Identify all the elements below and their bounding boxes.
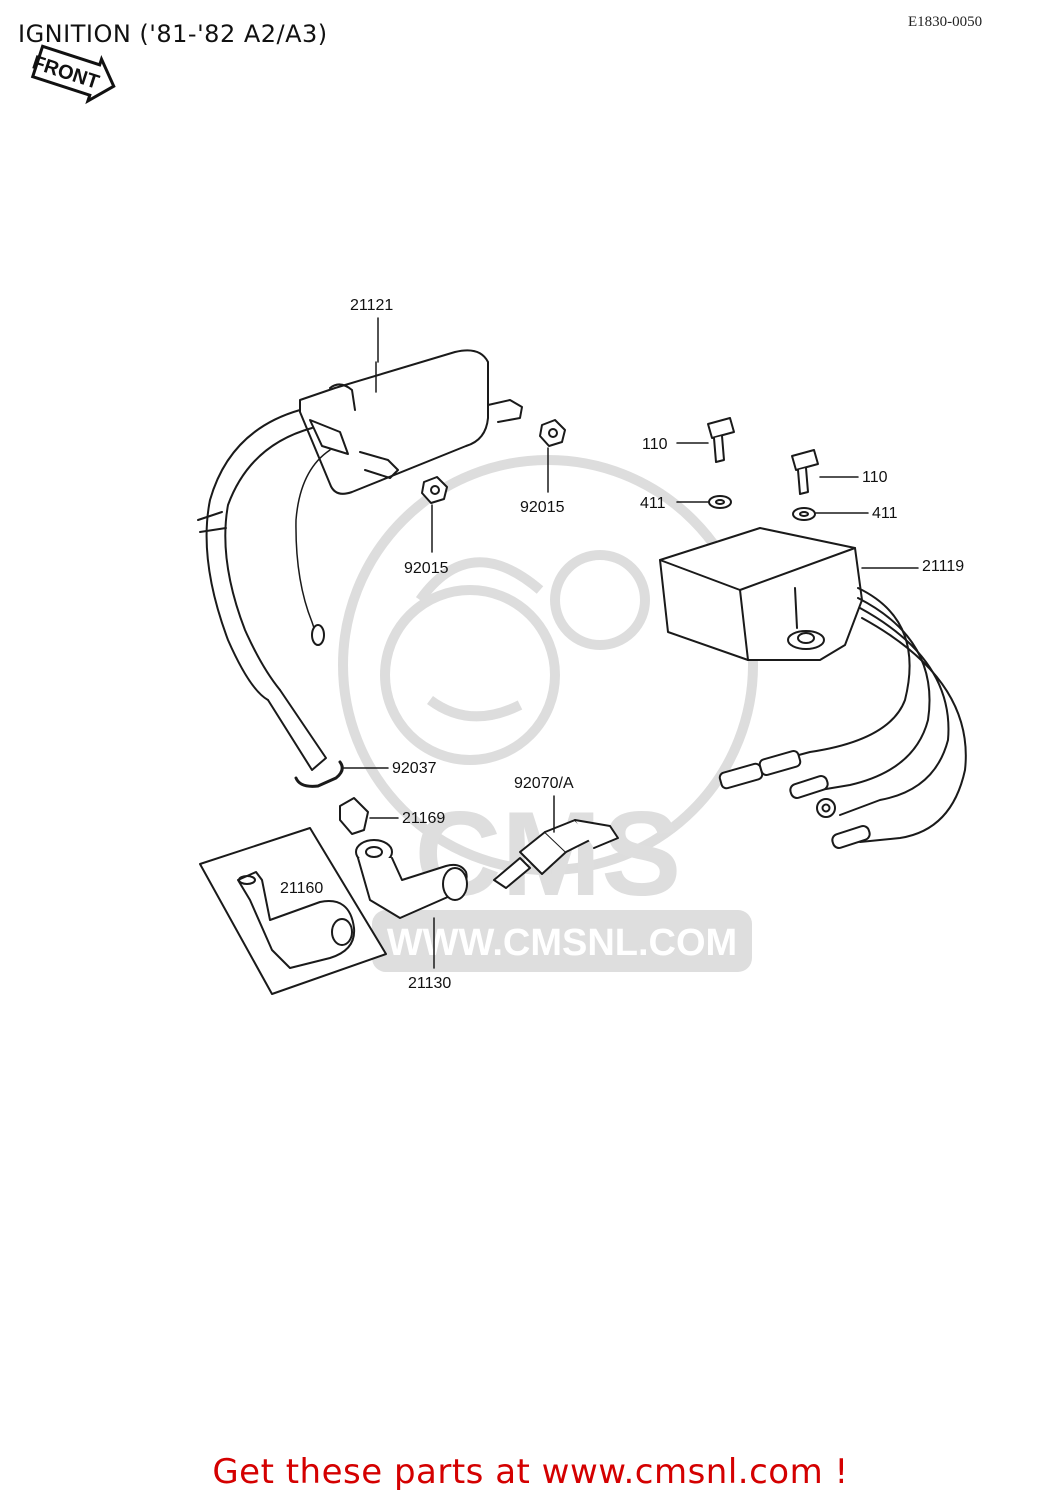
coil-terminal-front — [359, 451, 399, 479]
part-label-21119[interactable]: 21119 — [922, 558, 964, 575]
part-label-92015-a[interactable]: 92015 — [520, 499, 565, 516]
part-label-21130[interactable]: 21130 — [408, 975, 451, 992]
front-arrow-shape — [30, 44, 116, 105]
primary-wire-line — [295, 449, 331, 641]
cap-21169 — [339, 797, 399, 835]
plug-cap-21130 — [355, 839, 468, 969]
watermark-mascot-hand — [550, 550, 650, 650]
primary-wire-terminal — [311, 624, 325, 646]
footer-cta-link[interactable]: Get these parts at www.cmsnl.com ! — [212, 1452, 849, 1492]
washer-411-b — [792, 507, 869, 521]
coil-bracket — [329, 383, 356, 411]
igniter-side-rib — [794, 587, 798, 629]
nut-92015-a — [539, 419, 566, 493]
igniter-mount-boss — [787, 630, 825, 650]
nut-92015-b-hole — [430, 485, 440, 495]
connector-ring-terminal — [816, 798, 836, 818]
part-label-411-b[interactable]: 411 — [872, 505, 898, 522]
coil-terminal-right — [487, 399, 523, 423]
cap-21169-shape — [339, 797, 369, 835]
plug-cap-top-hole — [365, 846, 383, 858]
part-label-110-a[interactable]: 110 — [642, 436, 668, 453]
nut-92015-b — [421, 476, 448, 553]
part-label-21169[interactable]: 21169 — [402, 810, 445, 827]
watermark-mascot-cap — [415, 557, 544, 603]
cap-21160-callout — [199, 827, 387, 995]
part-label-92037[interactable]: 92037 — [392, 760, 437, 777]
diagram-code: E1830-0050 — [908, 14, 983, 30]
watermark-mascot-mouth — [427, 695, 523, 722]
ht-lead-outer-b — [224, 427, 313, 691]
nut-92015-b-shape — [421, 476, 448, 504]
watermark-mascot-head — [380, 585, 560, 765]
part-label-21121[interactable]: 21121 — [350, 297, 393, 314]
igniter-wire-harness — [718, 587, 967, 849]
washer-411-a-hole — [715, 499, 725, 505]
clip-92037 — [294, 760, 389, 788]
nut-92015-a-hole — [548, 428, 558, 438]
clip-92037-shape — [294, 760, 344, 788]
part-number-labels: 21121 92015 92015 110 110 411 411 21119 … — [280, 297, 964, 992]
watermark-url-text: WWW.CMSNL.COM — [387, 922, 737, 964]
washer-411-a-shape — [708, 495, 732, 509]
connector-female-b — [758, 749, 802, 777]
ht-lead-end — [267, 689, 327, 771]
part-label-411-a[interactable]: 411 — [640, 495, 666, 512]
page-title: IGNITION ('81-'82 A2/A3) — [18, 20, 328, 48]
ignition-coil-21121 — [299, 317, 523, 495]
ht-lead-clamp — [197, 511, 227, 533]
bolt-110-b — [791, 449, 859, 495]
watermark-url-banner — [372, 910, 752, 972]
part-label-92070a[interactable]: 92070/A — [514, 775, 574, 792]
part-label-110-b[interactable]: 110 — [862, 469, 888, 486]
connector-ring-hole — [821, 803, 831, 813]
coil-lead-boot — [309, 419, 349, 455]
igniter-wire-2 — [819, 597, 931, 791]
bolt-110-a-head — [707, 417, 735, 439]
plug-cap-opening — [442, 867, 468, 901]
cap-21160-tip — [238, 875, 256, 885]
plug-insulator — [574, 819, 619, 849]
cap-21160-opening — [331, 918, 353, 946]
connector-bullet-a — [789, 775, 829, 799]
igniter-front-edge — [739, 589, 749, 661]
high-tension-lead — [197, 409, 327, 771]
igniter-wire-3 — [839, 607, 950, 816]
igniter-unit-21119 — [659, 527, 919, 661]
washer-411-b-shape — [792, 507, 816, 521]
ht-lead-outer-a — [205, 409, 301, 701]
bolt-110-a — [676, 417, 735, 463]
plug-electrode — [493, 857, 531, 889]
bolt-110-b-shank — [797, 467, 809, 495]
igniter-box — [659, 527, 863, 661]
front-arrow-badge: FRONT — [29, 44, 116, 105]
igniter-mount-hole — [797, 632, 815, 644]
part-label-92015-b[interactable]: 92015 — [404, 560, 449, 577]
connector-bullet-b — [831, 825, 871, 849]
bolt-110-b-head — [791, 449, 819, 471]
coil-body — [299, 349, 489, 495]
igniter-wire-4 — [859, 617, 967, 843]
coil-primary-wire — [295, 449, 331, 646]
nut-92015-a-shape — [539, 419, 566, 447]
igniter-wire-1 — [779, 587, 911, 761]
spark-plug-92070a — [493, 795, 619, 889]
washer-411-b-hole — [799, 511, 809, 517]
washer-411-a — [676, 495, 732, 509]
bolt-110-a-shank — [713, 435, 725, 463]
part-label-21160[interactable]: 21160 — [280, 880, 323, 897]
cap-21160-shape — [237, 871, 356, 969]
